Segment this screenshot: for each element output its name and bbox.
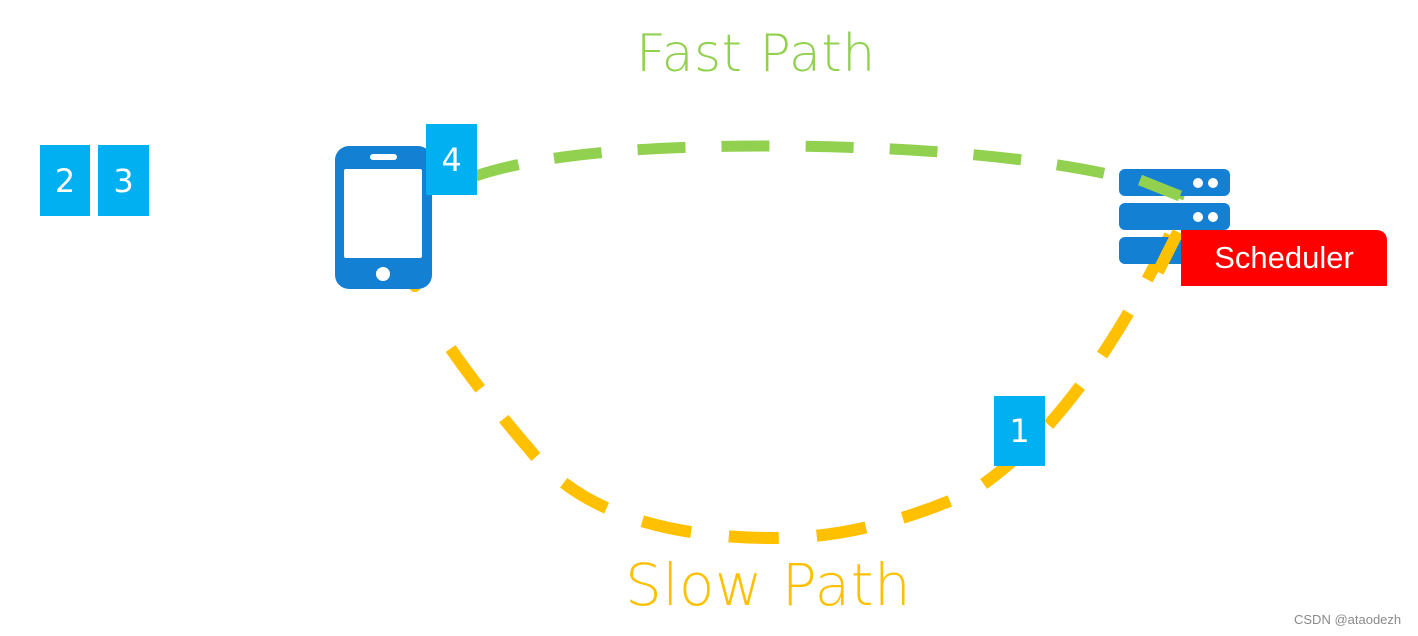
- scheduler-label: Scheduler: [1181, 230, 1387, 286]
- slow-path-start-segment: [1152, 229, 1184, 275]
- step-badge-2: 2: [40, 145, 90, 216]
- smartphone-icon: [335, 146, 432, 289]
- fast-path-title: Fast Path: [636, 24, 876, 84]
- step-badge-3: 3: [98, 145, 149, 216]
- step-badge-4: 4: [426, 124, 477, 195]
- slow-path-title: Slow Path: [625, 551, 912, 619]
- slow-path-arc: [424, 232, 1176, 545]
- fast-path-start-segment: [1137, 174, 1183, 202]
- watermark: CSDN @ataodezh: [1294, 612, 1402, 627]
- fast-path-arc: [468, 140, 1187, 201]
- step-badge-1: 1: [994, 396, 1045, 466]
